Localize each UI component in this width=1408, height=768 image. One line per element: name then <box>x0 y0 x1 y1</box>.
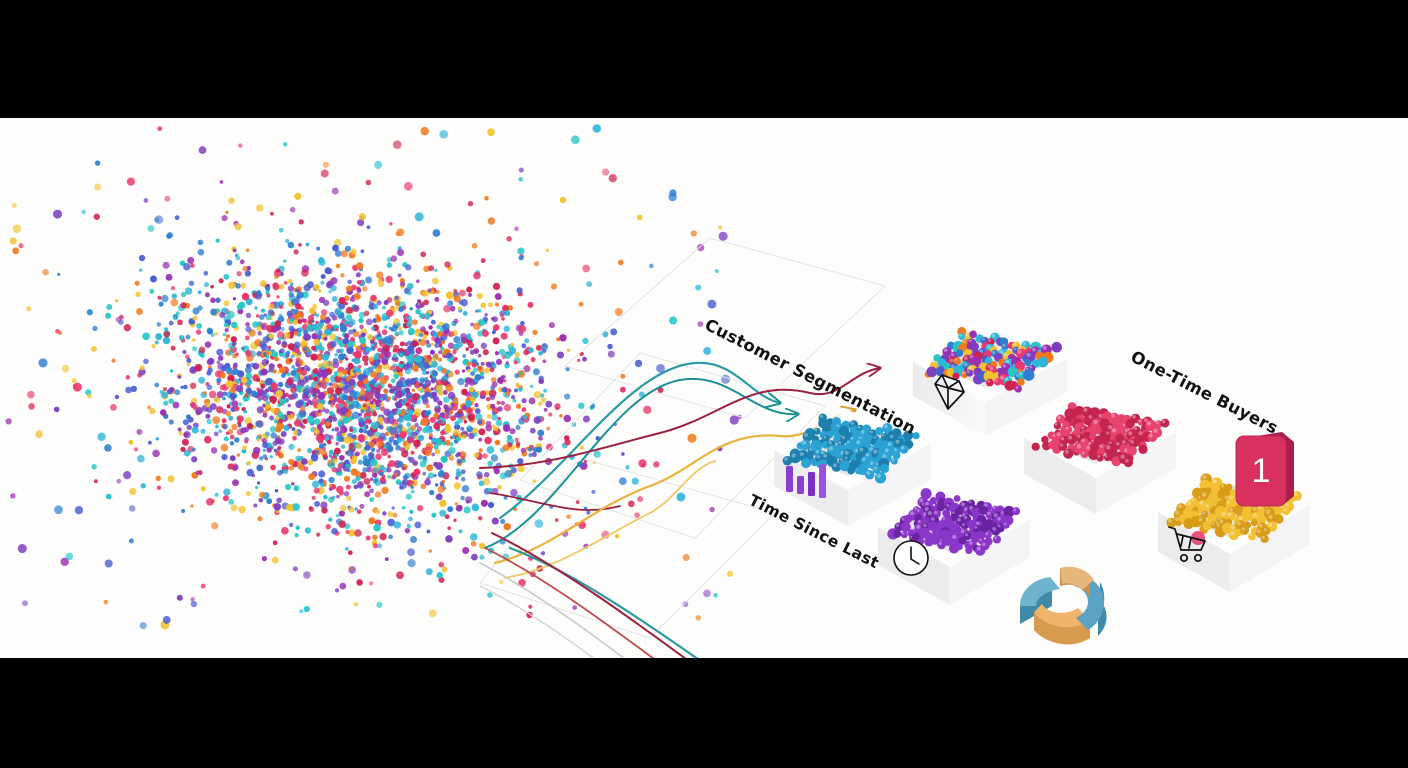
clock-icon <box>893 540 929 576</box>
segment-share-donut[interactable] <box>1004 546 1154 658</box>
bin-blue-balls <box>782 413 920 484</box>
bin-pink[interactable] <box>1018 386 1184 516</box>
letterbox-bar-top <box>0 0 1408 118</box>
donut-segment-right <box>1074 576 1107 636</box>
donut-segment-bottom <box>1034 604 1090 645</box>
count-badge[interactable]: 1 <box>1234 430 1302 520</box>
illustration-canvas: 1 Customer Segmentation Time Since La <box>0 118 1408 658</box>
count-badge-value: 1 <box>1251 451 1271 490</box>
diamond-icon <box>934 374 965 410</box>
bin-mixed-balls <box>924 326 1063 393</box>
shopping-cart-icon <box>1168 526 1206 563</box>
bin-blue[interactable] <box>766 396 938 528</box>
bin-purple[interactable] <box>872 473 1038 605</box>
letterbox-bar-bottom <box>0 658 1408 768</box>
bin-pink-balls <box>1031 402 1170 468</box>
customer-data-point-cloud <box>5 124 742 630</box>
data-flow-streams <box>479 361 1040 658</box>
bin-purple-balls <box>887 488 1021 556</box>
donut-segment-left <box>1020 577 1060 624</box>
isometric-grid-plane <box>479 237 886 639</box>
donut-segment-top <box>1060 566 1094 598</box>
bin-mixed[interactable] <box>905 310 1077 440</box>
bar-chart-icon <box>786 464 826 498</box>
count-badge-shape <box>1235 432 1294 507</box>
